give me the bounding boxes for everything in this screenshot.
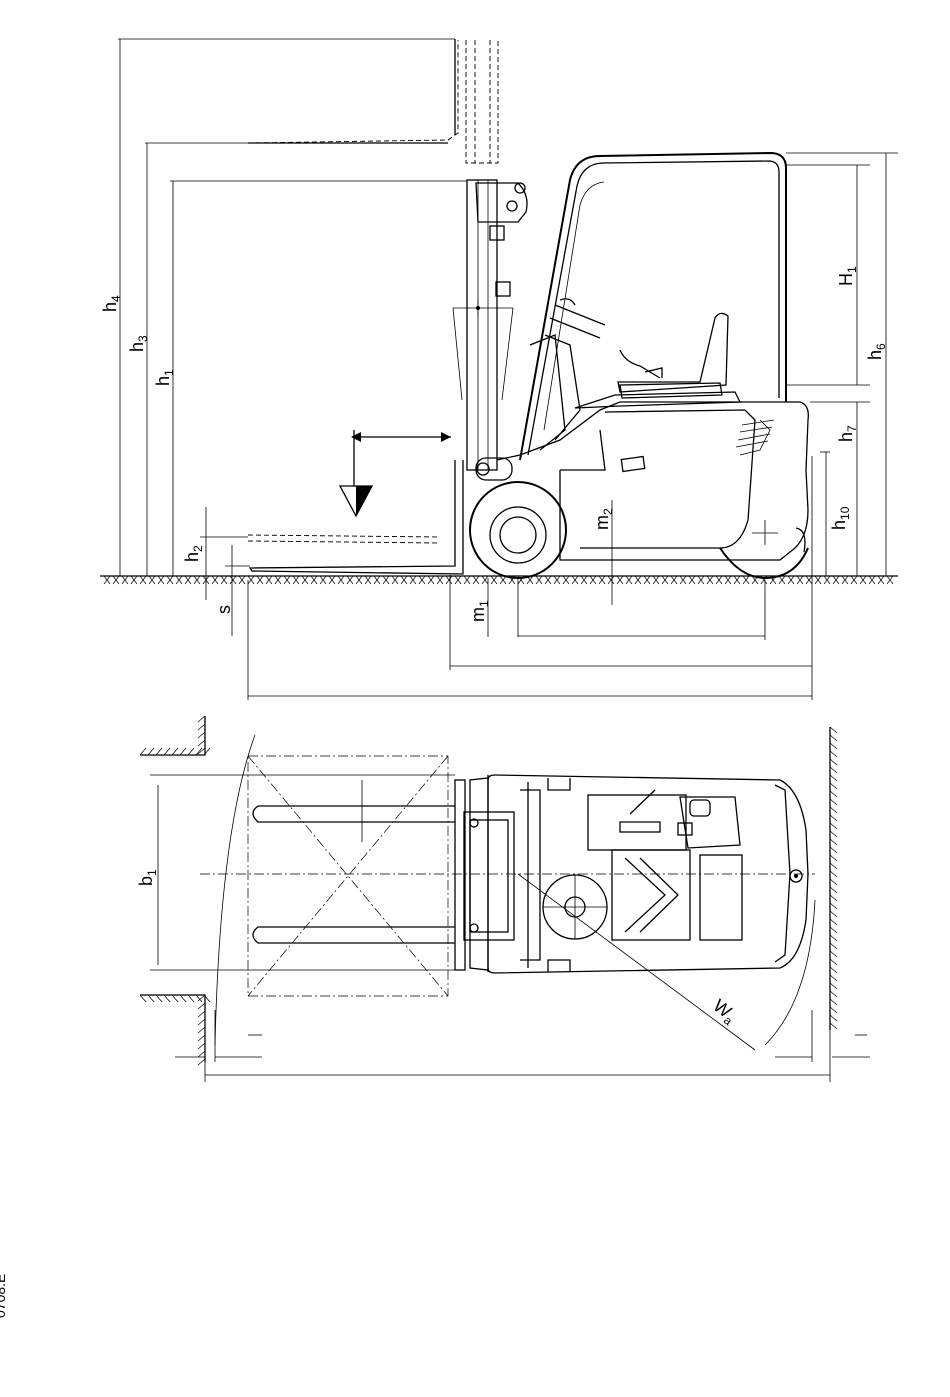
hatch-stroke bbox=[140, 995, 146, 1002]
hatch-stroke bbox=[830, 1023, 837, 1029]
hatch-stroke bbox=[188, 748, 194, 755]
hatch-stroke bbox=[198, 1019, 205, 1025]
hatch-stroke bbox=[830, 831, 837, 837]
hatch-stroke bbox=[830, 863, 837, 869]
hatch-stroke bbox=[198, 1059, 205, 1065]
label-H1: H1 bbox=[836, 266, 859, 286]
hatch-stroke bbox=[172, 748, 178, 755]
dimension-labels: h4 h3 h1 h2 s m1 m2 H1 h6 h7 h10 b1 Wa bbox=[100, 266, 888, 1028]
label-h3: h3 bbox=[127, 335, 150, 352]
hatch-stroke bbox=[148, 748, 154, 755]
hatch-stroke bbox=[830, 855, 837, 861]
hatch-stroke bbox=[830, 1007, 837, 1013]
dimension-lines-side bbox=[120, 39, 898, 700]
label-s: s bbox=[214, 605, 234, 614]
dimension-lines-top bbox=[150, 775, 870, 1082]
hatch-stroke bbox=[830, 775, 837, 781]
aisle-wall-left bbox=[140, 716, 205, 1062]
hatch-stroke bbox=[198, 716, 205, 722]
label-h6: h6 bbox=[865, 343, 888, 360]
hatch-stroke bbox=[164, 748, 170, 755]
label-b1: b1 bbox=[136, 869, 159, 886]
hatch-stroke bbox=[830, 807, 837, 813]
hatch-stroke bbox=[830, 927, 837, 933]
hatch-stroke bbox=[830, 887, 837, 893]
hatch-stroke bbox=[180, 748, 186, 755]
hatch-stroke bbox=[830, 847, 837, 853]
hatch-stroke bbox=[830, 759, 837, 765]
hatch-stroke bbox=[830, 975, 837, 981]
hatch-stroke bbox=[830, 727, 837, 733]
hatch-stroke bbox=[830, 783, 837, 789]
hatch-stroke bbox=[198, 1051, 205, 1057]
label-h7: h7 bbox=[836, 425, 859, 442]
document-code: 0708.E bbox=[0, 1274, 8, 1318]
hatch-stroke bbox=[830, 983, 837, 989]
hatch-stroke bbox=[830, 935, 837, 941]
hatch-stroke bbox=[148, 995, 154, 1002]
hatch-stroke bbox=[830, 815, 837, 821]
hatch-stroke bbox=[180, 995, 186, 1002]
label-h4: h4 bbox=[100, 295, 123, 312]
hatch-stroke bbox=[830, 903, 837, 909]
hatch-stroke bbox=[172, 995, 178, 1002]
raised-fork bbox=[118, 39, 498, 163]
label-h1: h1 bbox=[153, 369, 176, 386]
hatch-stroke bbox=[198, 724, 205, 730]
label-m2: m2 bbox=[592, 508, 615, 530]
hatch-stroke bbox=[198, 732, 205, 738]
hatch-stroke bbox=[830, 743, 837, 749]
load-centre-indicator bbox=[340, 430, 451, 516]
hatch-stroke bbox=[198, 1027, 205, 1033]
hatch-stroke bbox=[830, 999, 837, 1005]
hatch-stroke bbox=[830, 767, 837, 773]
label-Wa: Wa bbox=[708, 995, 741, 1028]
hatch-stroke bbox=[198, 740, 205, 746]
hatch-stroke bbox=[830, 919, 837, 925]
steering-wheel bbox=[530, 299, 605, 450]
hatch-stroke bbox=[198, 1035, 205, 1041]
hatch-stroke bbox=[188, 995, 194, 1002]
hatch-stroke bbox=[198, 1043, 205, 1049]
lowered-fork bbox=[248, 460, 463, 574]
hatch-stroke bbox=[830, 951, 837, 957]
hatch-stroke bbox=[830, 839, 837, 845]
label-m1: m1 bbox=[468, 600, 491, 622]
forks-top bbox=[253, 806, 455, 943]
hatch-stroke bbox=[164, 995, 170, 1002]
hatch-stroke bbox=[830, 823, 837, 829]
operator-seat bbox=[618, 313, 728, 398]
hatch-stroke bbox=[198, 1011, 205, 1017]
hatch-stroke bbox=[830, 943, 837, 949]
label-h10: h10 bbox=[829, 506, 852, 530]
hatch-stroke bbox=[156, 995, 162, 1002]
front-wheel bbox=[470, 458, 566, 578]
hatch-stroke bbox=[140, 748, 146, 755]
hatch-stroke bbox=[830, 1015, 837, 1021]
hatch-stroke bbox=[830, 735, 837, 741]
hatch-stroke bbox=[830, 799, 837, 805]
hatch-stroke bbox=[830, 991, 837, 997]
hatch-stroke bbox=[830, 791, 837, 797]
hatch-stroke bbox=[830, 895, 837, 901]
hatch-stroke bbox=[830, 871, 837, 877]
chassis bbox=[497, 392, 808, 560]
hatch-stroke bbox=[198, 1003, 205, 1009]
hatch-stroke bbox=[830, 911, 837, 917]
top-view bbox=[140, 716, 870, 1082]
pallet-outline bbox=[248, 756, 448, 996]
side-view bbox=[100, 39, 898, 700]
hatch-stroke bbox=[830, 959, 837, 965]
hatch-stroke bbox=[156, 748, 162, 755]
mast bbox=[453, 180, 527, 470]
hatch-stroke bbox=[830, 879, 837, 885]
hatch-stroke bbox=[198, 995, 205, 1001]
hatch-stroke bbox=[830, 751, 837, 757]
label-h2: h2 bbox=[182, 545, 205, 562]
hatch-stroke bbox=[830, 967, 837, 973]
